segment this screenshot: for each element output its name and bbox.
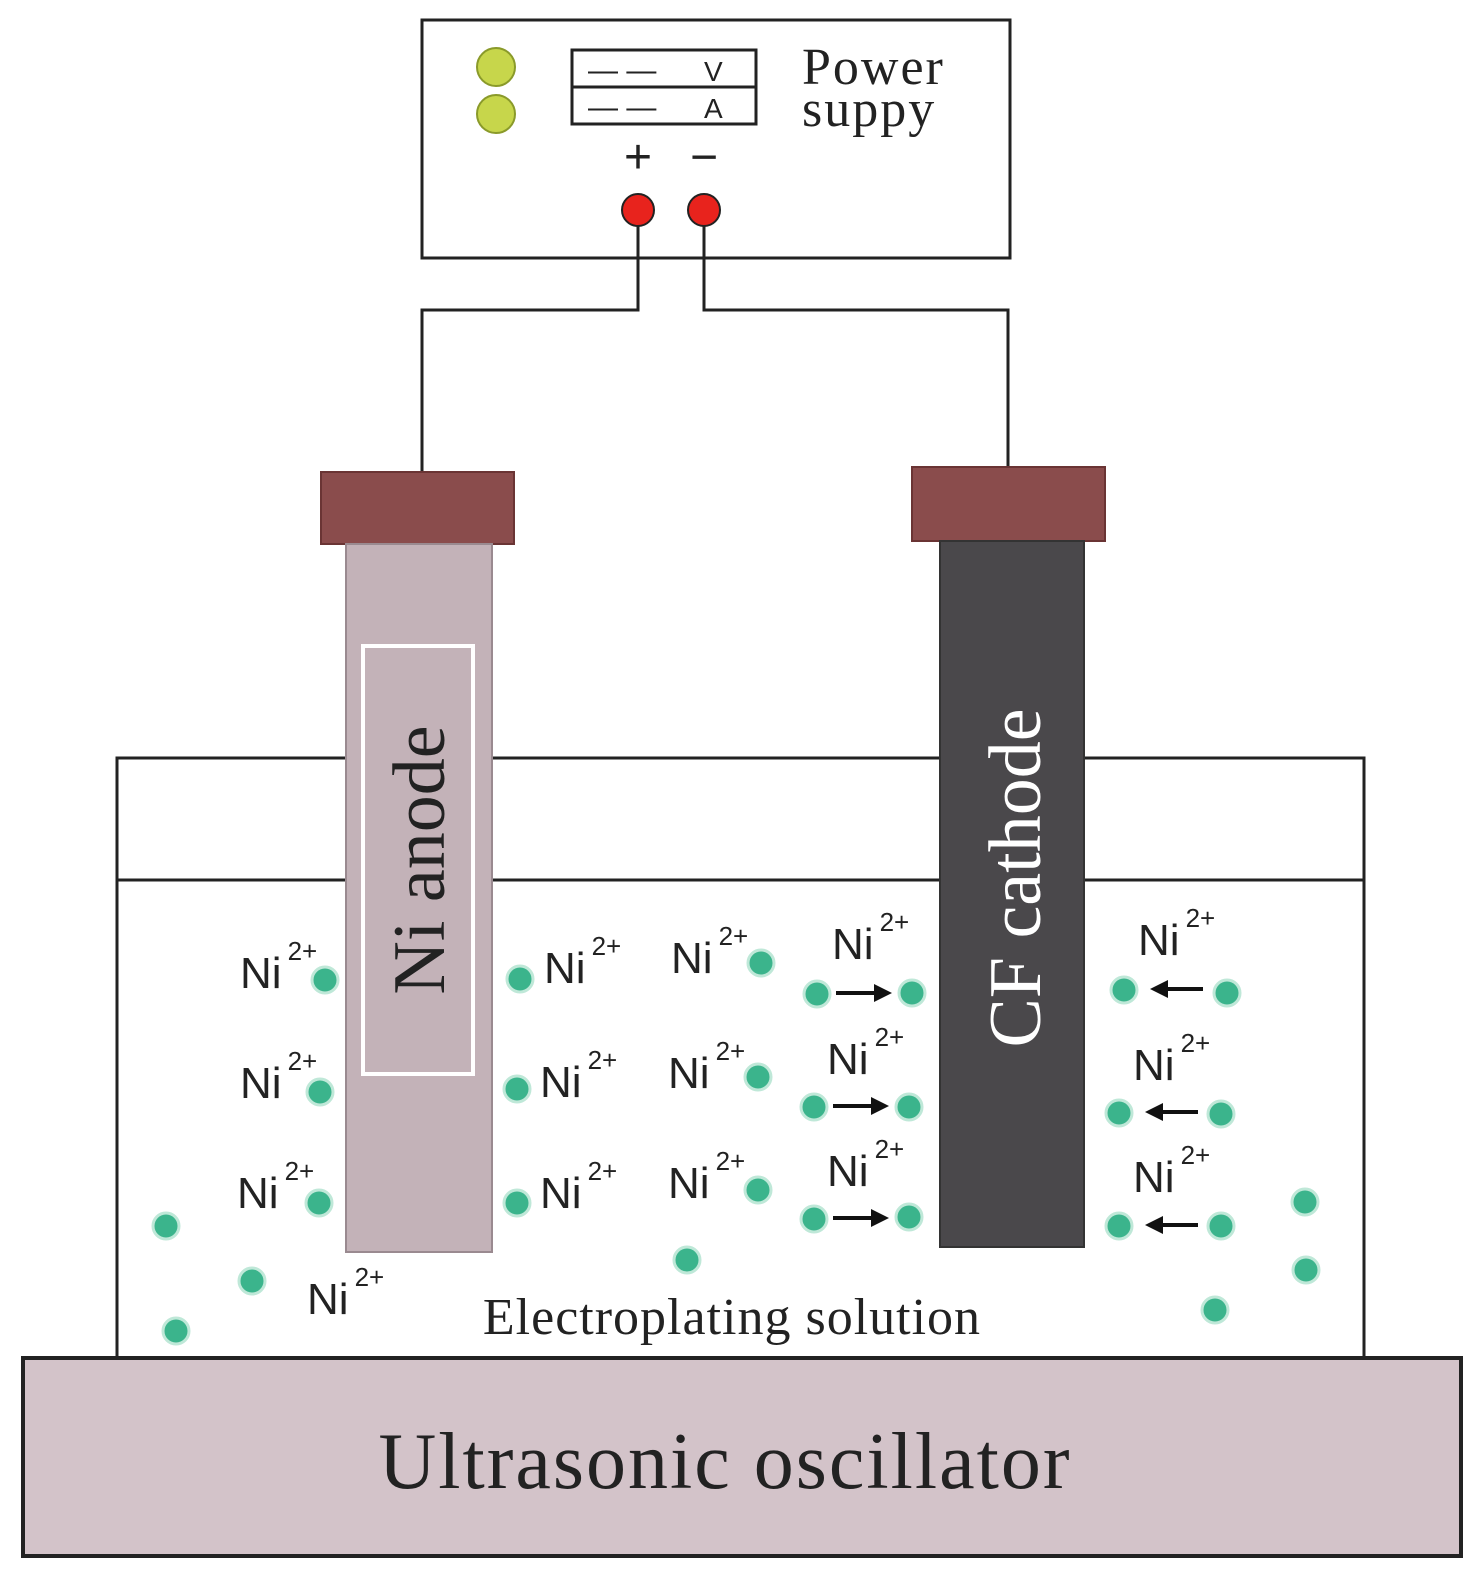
ion-dot [799, 1092, 829, 1122]
ion-dot [743, 1175, 773, 1205]
ion-dot [1206, 1211, 1236, 1241]
ion-charge: 2+ [588, 1045, 618, 1075]
ion-dot [799, 1204, 829, 1234]
oscillator-label: Ultrasonic oscillator [379, 1418, 1072, 1506]
anode: Ni anode [320, 471, 515, 1253]
ion-dot [746, 948, 776, 978]
ultrasonic-oscillator: Ultrasonic oscillator [21, 1356, 1463, 1558]
anode-clamp [320, 471, 515, 545]
ion-charge: 2+ [875, 1022, 905, 1052]
arrow-left-icon [1145, 1216, 1198, 1234]
ion-charge: 2+ [875, 1134, 905, 1164]
ion-dot [502, 1188, 532, 1218]
ion-dot [1290, 1187, 1320, 1217]
ion-dot [304, 1188, 334, 1218]
ion-dot [1291, 1255, 1321, 1285]
anode-label: Ni anode [379, 725, 461, 994]
cathode-label: CF cathode [975, 708, 1057, 1047]
arrow-left-icon [1145, 1103, 1198, 1121]
positive-terminal [621, 193, 655, 227]
ion-charge: 2+ [288, 936, 318, 966]
ion-dots [151, 948, 1321, 1346]
ion-dot [743, 1062, 773, 1092]
arrow-right-icon [833, 1209, 889, 1227]
ion-dot [672, 1245, 702, 1275]
ion-charge: 2+ [716, 1036, 746, 1066]
ion-dot [161, 1316, 191, 1346]
ion-dot [237, 1266, 267, 1296]
ion-charge: 2+ [1181, 1028, 1211, 1058]
ion-dot [1212, 978, 1242, 1008]
anode-label-frame [361, 644, 475, 1076]
power-supply-title-line1: Power [802, 39, 945, 96]
ion-dot [505, 964, 535, 994]
ion-dot [1200, 1295, 1230, 1325]
ion-dot [802, 979, 832, 1009]
cathode-clamp [911, 466, 1106, 542]
ion-charge: 2+ [1186, 903, 1216, 933]
meter-current-dashes: — — [588, 91, 656, 124]
ion-dot [1104, 1211, 1134, 1241]
ion-charge: 2+ [588, 1156, 618, 1186]
cathode-body [939, 540, 1085, 1248]
ion-dot [1109, 975, 1139, 1005]
ion-dot [310, 965, 340, 995]
ion-charge: 2+ [1181, 1140, 1211, 1170]
ion-migration-arrows [833, 980, 1203, 1234]
ion-charge: 2+ [355, 1262, 385, 1292]
ion-charge: 2+ [880, 907, 910, 937]
meter-voltage-unit: V [704, 56, 723, 87]
positive-terminal-label: + [624, 131, 652, 184]
anode-wire [420, 226, 640, 472]
ion-dot [897, 978, 927, 1008]
ion-dot [1206, 1099, 1236, 1129]
ion-dot [305, 1077, 335, 1107]
indicator-light-bottom [476, 94, 516, 134]
arrow-right-icon [833, 1097, 889, 1115]
negative-terminal-label: − [690, 131, 718, 184]
solution-label: Electroplating solution [483, 1289, 981, 1346]
ion-dot [502, 1074, 532, 1104]
ion-charge: 2+ [719, 921, 749, 951]
power-supply: — — V — — A Power suppy + − [420, 18, 1012, 260]
ion-charge: 2+ [592, 931, 622, 961]
indicator-light-top [476, 47, 516, 87]
ion-dot [151, 1211, 181, 1241]
electroplating-tank [115, 756, 1366, 1360]
arrow-right-icon [836, 984, 892, 1002]
meter-voltage-dashes: — — [588, 54, 656, 87]
ion-dot [894, 1202, 924, 1232]
ion-charge: 2+ [285, 1156, 315, 1186]
negative-terminal [687, 193, 721, 227]
ion-charge: 2+ [716, 1146, 746, 1176]
cathode: CF cathode [911, 466, 1106, 1248]
ion-dot [1104, 1098, 1134, 1128]
arrow-left-icon [1150, 980, 1203, 998]
meter-current-unit: A [704, 93, 723, 124]
ion-dot [894, 1092, 924, 1122]
power-supply-title-line2: suppy [802, 81, 936, 138]
ion-charge: 2+ [288, 1046, 318, 1076]
oscillator-base [21, 1356, 1463, 1558]
anode-body [345, 543, 493, 1253]
cathode-wire [702, 226, 1010, 468]
